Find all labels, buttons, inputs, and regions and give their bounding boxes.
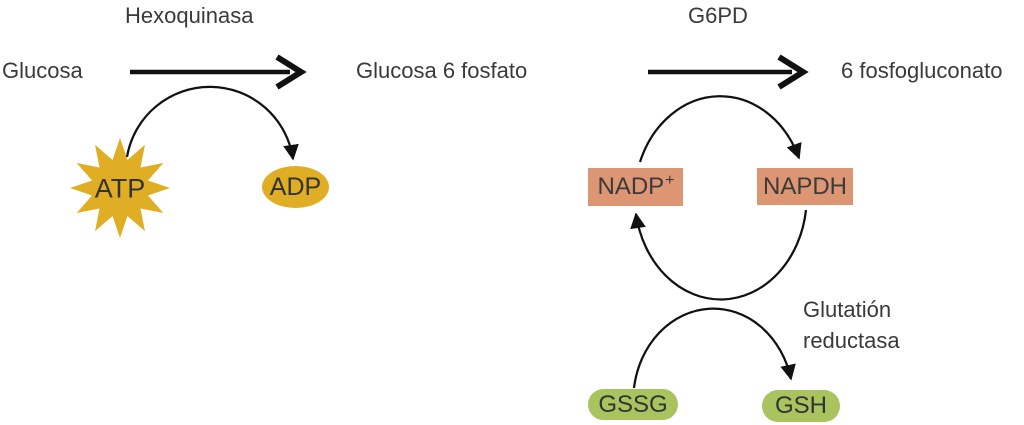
- atp-label: ATP: [94, 173, 146, 204]
- nadp-box: NADP+: [588, 168, 683, 206]
- napdh-label: NAPDH: [762, 172, 847, 200]
- substrate-label-glucosa: Glucosa: [2, 58, 83, 83]
- product-label-6-fosfogluconato: 6 fosfogluconato: [841, 58, 1003, 83]
- atp-starburst-shape: [70, 138, 170, 238]
- gsh-label: GSH: [774, 392, 827, 419]
- atp-to-adp-arc: [125, 85, 299, 161]
- adp-badge: ADP: [262, 166, 329, 208]
- adp-label: ADP: [269, 172, 322, 201]
- product-label-glucosa-6-fosfato: Glucosa 6 fosfato: [356, 58, 528, 83]
- napdh-box: NAPDH: [757, 168, 853, 205]
- reaction-arrow-right: [648, 54, 809, 90]
- gssg-pill: GSSG: [588, 389, 678, 420]
- reaction-arrow-left-head: [275, 54, 307, 90]
- reaction-arrow-right-head: [777, 54, 809, 90]
- enzyme-label-g6pd: G6PD: [688, 3, 748, 28]
- enzyme-label-hexoquinasa: Hexoquinasa: [125, 3, 254, 28]
- nadp-label: NADP: [597, 173, 665, 200]
- enzyme-label-glutation-reductasa: Glutatión reductasa: [803, 297, 900, 354]
- gssg-to-gsh-arc: [632, 307, 796, 389]
- gsh-pill: GSH: [762, 390, 840, 422]
- reaction-arrow-left: [130, 54, 307, 90]
- nadp-to-napdh-arc: [638, 95, 802, 163]
- gssg-label: GSSG: [598, 390, 668, 418]
- napdh-to-nadp-arc: [630, 209, 808, 301]
